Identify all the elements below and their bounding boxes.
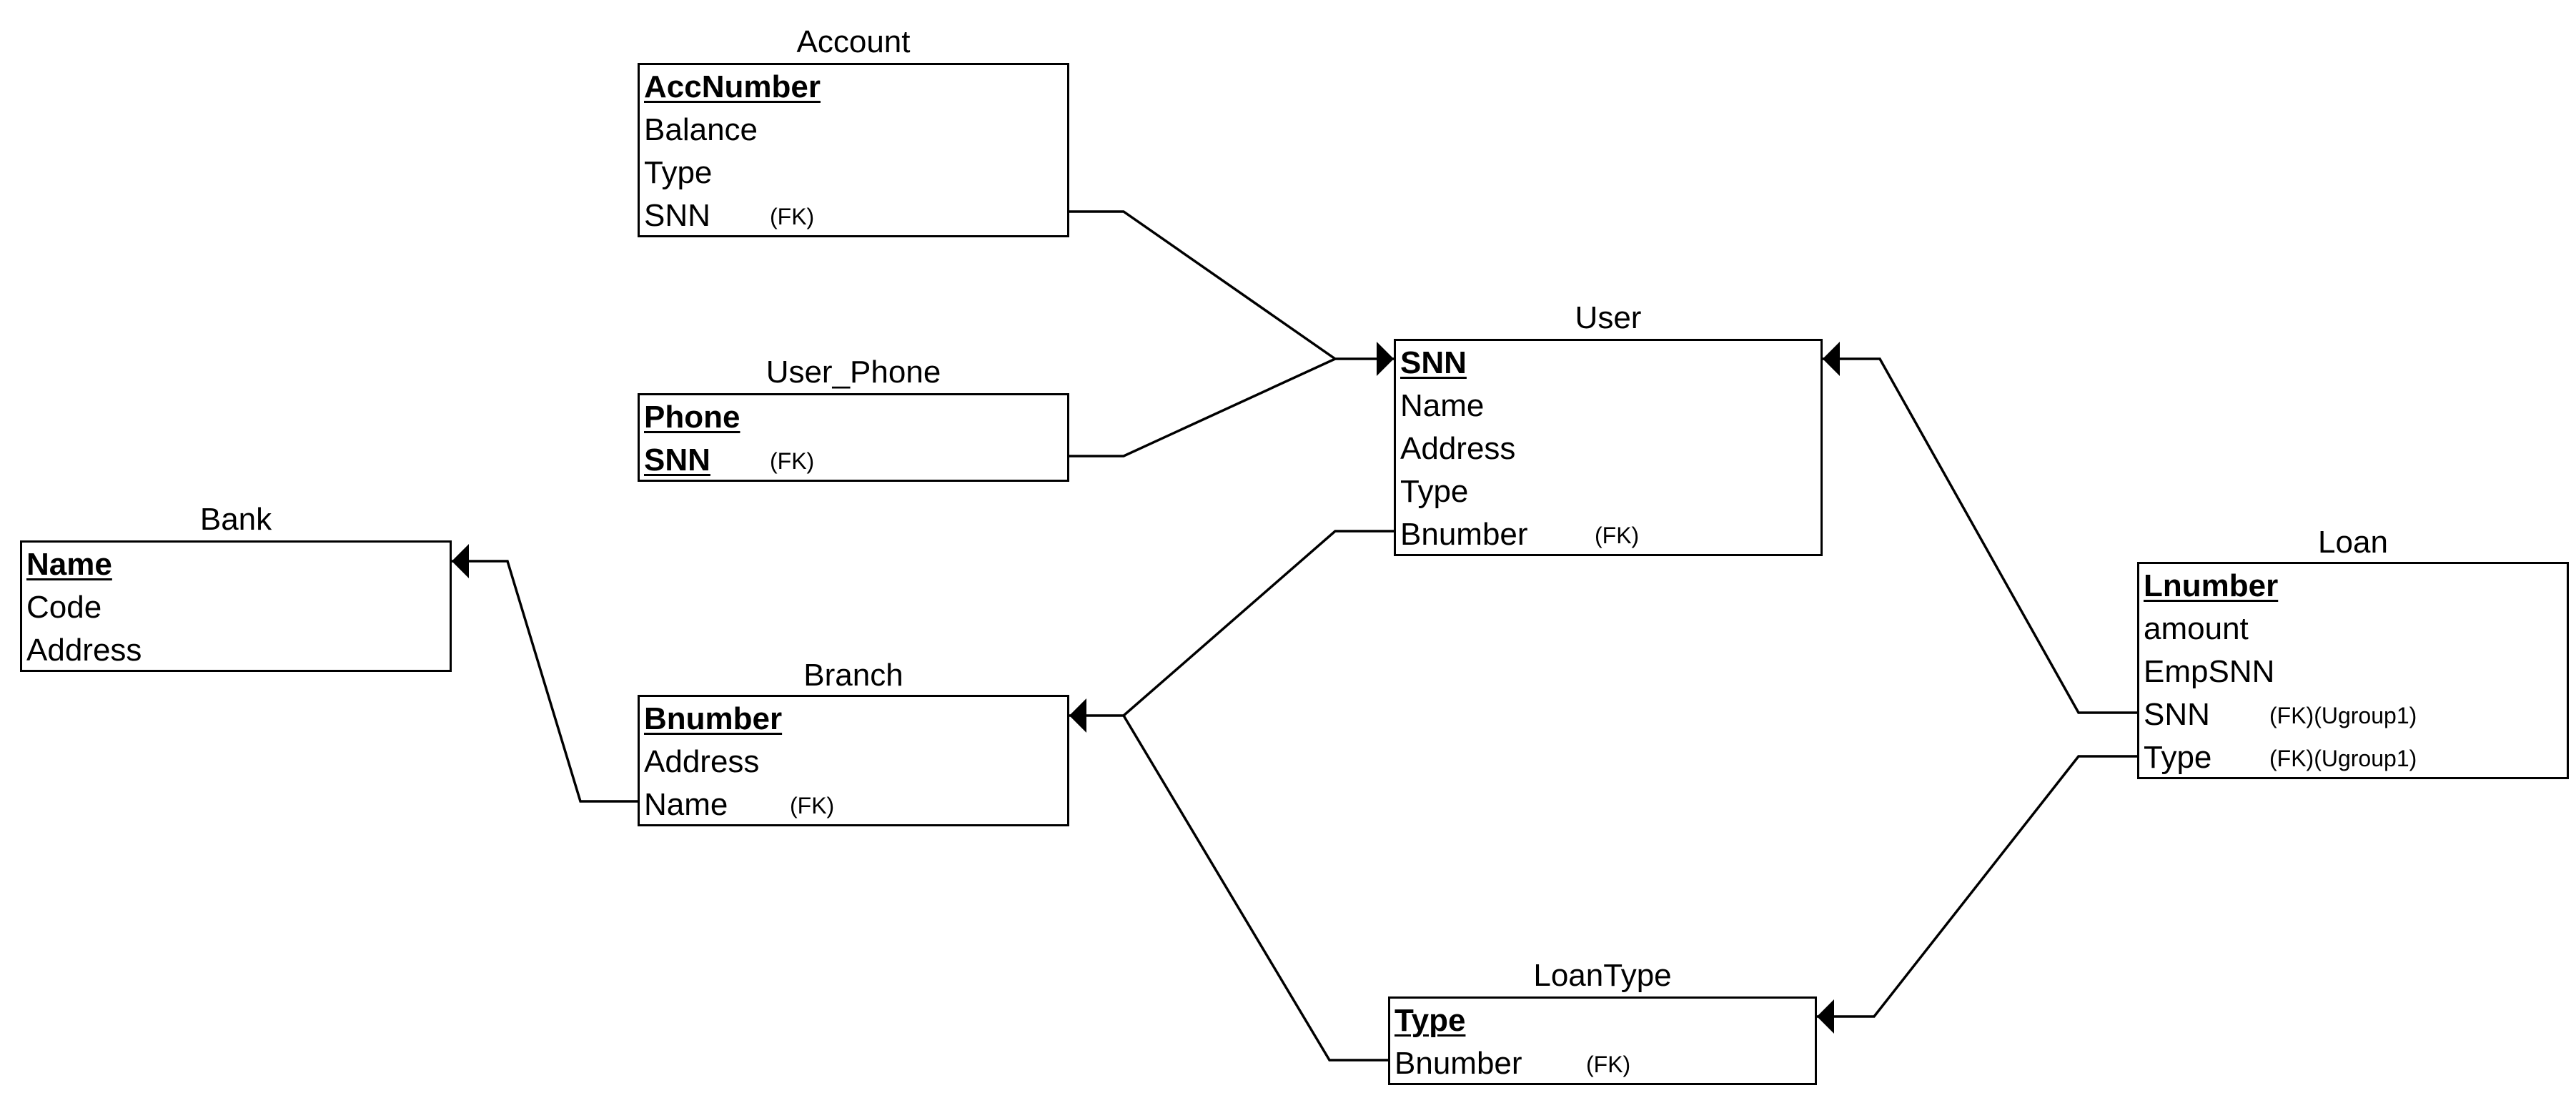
table-title-loantype: LoanType	[1533, 958, 1672, 993]
field-row: Type (FK)(Ugroup1)	[2139, 736, 2567, 779]
field-row: Bnumber (FK)	[1390, 1042, 1815, 1085]
table-account[interactable]: AccNumber Balance Type SNN (FK)	[638, 63, 1069, 237]
field-name: Type	[2144, 740, 2212, 775]
rel-userphone-user-line	[1069, 357, 1336, 458]
field-name: Name	[644, 787, 728, 822]
table-loantype[interactable]: Type Bnumber (FK)	[1388, 996, 1817, 1085]
table-title-loan: Loan	[2318, 525, 2388, 560]
field-name: Address	[644, 744, 760, 779]
field-row: AccNumber	[640, 66, 1067, 109]
field-row: Type	[640, 152, 1067, 194]
field-name: SNN	[2144, 697, 2210, 732]
table-title-user: User	[1575, 300, 1642, 335]
field-name: Name	[1400, 388, 1485, 423]
field-row: Type	[1396, 470, 1820, 513]
rel-loan-user-line	[1823, 357, 2137, 714]
fk-ugroup-note: (FK)(Ugroup1)	[2269, 746, 2417, 771]
rel-account-user-line	[1069, 210, 1394, 360]
fk-ugroup-note: (FK)(Ugroup1)	[2269, 703, 2417, 728]
field-name: Bnumber	[644, 701, 783, 736]
table-title-bank: Bank	[199, 502, 272, 537]
field-row: Name (FK)	[640, 783, 1067, 826]
field-name: Type	[644, 155, 713, 190]
rel-user-branch-line	[1069, 530, 1394, 717]
arrow-head-branch	[1069, 698, 1086, 733]
field-name: EmpSNN	[2144, 654, 2275, 689]
fk-note: (FK)	[790, 793, 835, 818]
rel-loan-loantype-line	[1817, 755, 2137, 1018]
field-name: amount	[2144, 611, 2249, 646]
field-name: Balance	[644, 112, 758, 147]
rel-branch-bank-line	[452, 560, 638, 803]
table-user[interactable]: SNN Name Address Type Bnumber (FK)	[1394, 339, 1823, 556]
field-row: Bnumber	[640, 698, 1067, 741]
field-name: Lnumber	[2144, 568, 2279, 603]
fk-note: (FK)	[770, 204, 815, 229]
field-name: Phone	[644, 400, 740, 435]
field-row: Name	[22, 543, 450, 586]
field-name: Code	[26, 590, 102, 625]
field-name: Type	[1400, 474, 1469, 509]
field-name: Address	[26, 633, 142, 668]
field-row: Balance	[640, 109, 1067, 152]
arrow-head-user-right	[1823, 342, 1840, 376]
field-name: Address	[1400, 431, 1516, 466]
table-branch[interactable]: Bnumber Address Name (FK)	[638, 695, 1069, 826]
rel-loantype-branch-line	[1122, 715, 1388, 1062]
table-bank[interactable]: Name Code Address	[20, 540, 452, 672]
field-name: Name	[26, 547, 112, 582]
field-row: Name	[1396, 385, 1820, 427]
table-title-user-phone: User_Phone	[766, 355, 941, 390]
field-row: SNN (FK)(Ugroup1)	[2139, 693, 2567, 736]
table-title-branch: Branch	[803, 658, 903, 693]
field-name: Bnumber	[1400, 517, 1528, 552]
arrow-head-bank	[452, 544, 469, 578]
field-row: SNN	[1396, 342, 1820, 385]
fk-note: (FK)	[1595, 523, 1640, 548]
field-row: Phone	[640, 396, 1067, 439]
arrow-head-user-left	[1377, 342, 1394, 376]
table-user-phone[interactable]: Phone SNN (FK)	[638, 393, 1069, 482]
field-row: Code	[22, 586, 450, 629]
fk-note: (FK)	[1586, 1052, 1631, 1077]
fk-note: (FK)	[770, 448, 815, 474]
field-name: Bnumber	[1394, 1046, 1522, 1081]
field-name: AccNumber	[644, 69, 821, 104]
field-row: Type	[1390, 999, 1815, 1042]
table-loan[interactable]: Lnumber amount EmpSNN SNN (FK)(Ugroup1) …	[2137, 562, 2569, 779]
field-row: SNN (FK)	[640, 439, 1067, 482]
table-title-account: Account	[796, 24, 911, 59]
arrow-head-loantype	[1817, 999, 1834, 1034]
field-row: amount	[2139, 608, 2567, 651]
field-name: SNN	[644, 198, 710, 233]
field-name: Type	[1394, 1003, 1466, 1038]
field-row: Address	[640, 741, 1067, 783]
field-row: Lnumber	[2139, 565, 2567, 608]
field-name: SNN	[644, 442, 710, 478]
field-row: Address	[1396, 427, 1820, 470]
field-row: SNN (FK)	[640, 194, 1067, 237]
field-row: Address	[22, 629, 450, 672]
field-name: SNN	[1400, 345, 1467, 380]
field-row: Bnumber (FK)	[1396, 513, 1820, 556]
field-row: EmpSNN	[2139, 651, 2567, 693]
